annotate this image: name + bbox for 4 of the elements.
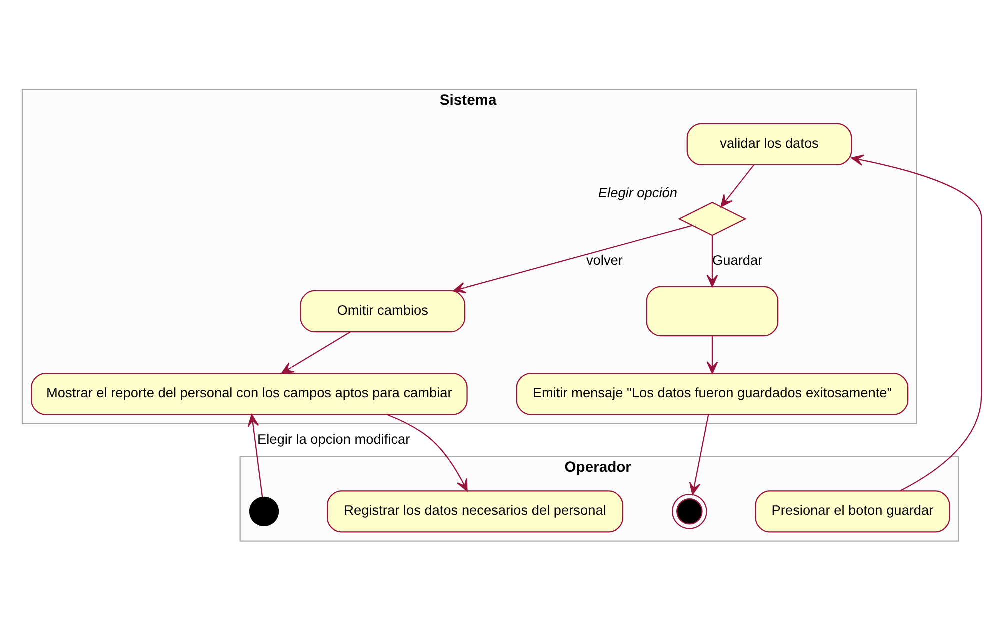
- edge-label: Elegir la opcion modificar: [257, 431, 410, 446]
- edge-label: volver: [586, 252, 623, 268]
- edge-label: Guardar: [712, 252, 763, 268]
- node-label: Elegir opción: [598, 185, 678, 200]
